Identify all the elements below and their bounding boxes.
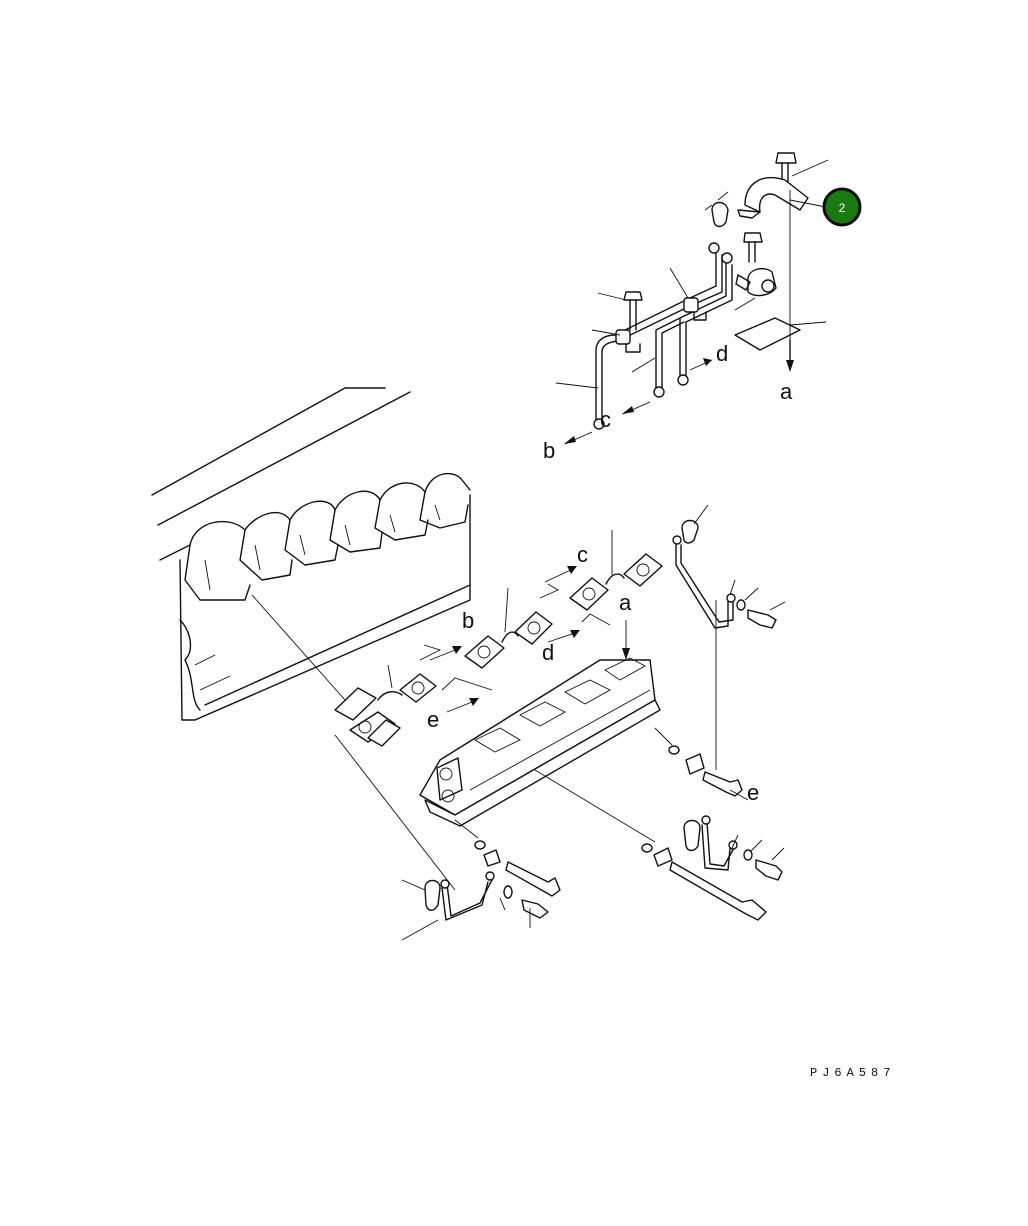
callout-circle[interactable] [822, 187, 862, 227]
lower-right-pipes [641, 504, 786, 921]
label-d-mid: d [542, 640, 554, 665]
upper-pipe-assembly [555, 152, 829, 445]
leader-line [251, 594, 346, 701]
callout-badge[interactable]: 2 [822, 187, 862, 227]
label-d-top: d [716, 341, 728, 366]
label-b-top: b [543, 438, 555, 463]
exhaust-manifold-assembly [334, 530, 717, 891]
engine-block [151, 387, 471, 721]
label-c-top: c [600, 407, 611, 432]
label-e-right: e [747, 780, 759, 805]
label-a-top: a [780, 379, 793, 404]
label-e-mid: e [427, 707, 439, 732]
drawing-code: PJ6A587 [810, 1066, 895, 1080]
label-a-mid: a [619, 590, 632, 615]
label-c-mid: c [577, 542, 588, 567]
label-b-mid: b [462, 608, 474, 633]
callout-number: 2 [839, 201, 846, 215]
lower-left-pipe [401, 840, 561, 941]
